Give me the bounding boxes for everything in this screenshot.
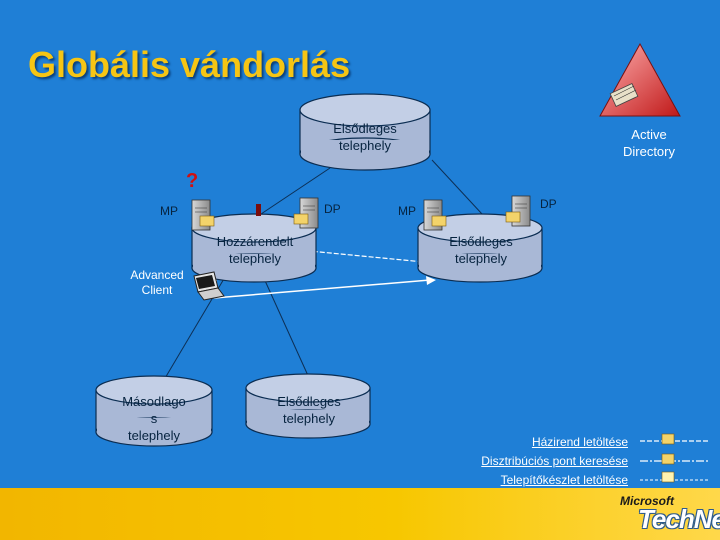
laptop-icon — [193, 271, 225, 301]
footer-brand-technet: TechNet — [638, 504, 720, 534]
active-directory-pyramid-icon — [599, 42, 681, 117]
site-assigned — [191, 213, 317, 283]
active-directory-label: Active Directory — [622, 127, 675, 159]
footer-bar — [0, 488, 720, 540]
role-dp-right: DP — [540, 197, 557, 211]
site-secondary — [95, 375, 213, 447]
site-secondary-label: Másodlago s telephely — [122, 394, 186, 443]
site-right — [417, 213, 543, 283]
site-assigned-label: Hozzárendelt telephely — [216, 234, 294, 266]
server-dp-left-icon — [293, 197, 319, 229]
slide-title: Globális vándorlás — [28, 44, 351, 85]
site-top-label: Elsődleges telephely — [333, 121, 397, 153]
role-mp-left: MP — [160, 204, 178, 218]
link-assigned-bottom — [261, 273, 311, 381]
legend-label-policy: Házirend letöltése — [531, 435, 628, 449]
server-mp-right-icon — [423, 199, 447, 231]
arrow-client-to-right-site — [213, 279, 431, 299]
site-top — [299, 93, 431, 171]
role-mp-right: MP — [398, 204, 416, 218]
link-top-right — [431, 159, 483, 215]
footer-brand-microsoft: Microsoft — [620, 494, 674, 508]
role-dp-left: DP — [324, 202, 341, 216]
legend-label-package: Telepítőkészlet letöltése — [500, 473, 628, 487]
server-dp-right-icon — [505, 195, 531, 227]
legend-samples — [640, 433, 708, 483]
legend-label-dp-lookup: Disztribúciós pont keresése — [481, 454, 628, 468]
site-bottom-primary — [245, 373, 371, 439]
arrowhead-right-site — [426, 276, 436, 285]
assigned-marker-icon — [256, 204, 261, 216]
site-right-label: Elsődleges telephely — [449, 234, 513, 266]
link-top-assigned — [257, 167, 331, 217]
question-mark: ? — [186, 170, 199, 192]
client-label: Advanced Client — [130, 268, 184, 297]
server-mp-left-icon — [191, 199, 215, 231]
site-bottom-primary-label: Elsődleges telephely — [277, 394, 341, 426]
